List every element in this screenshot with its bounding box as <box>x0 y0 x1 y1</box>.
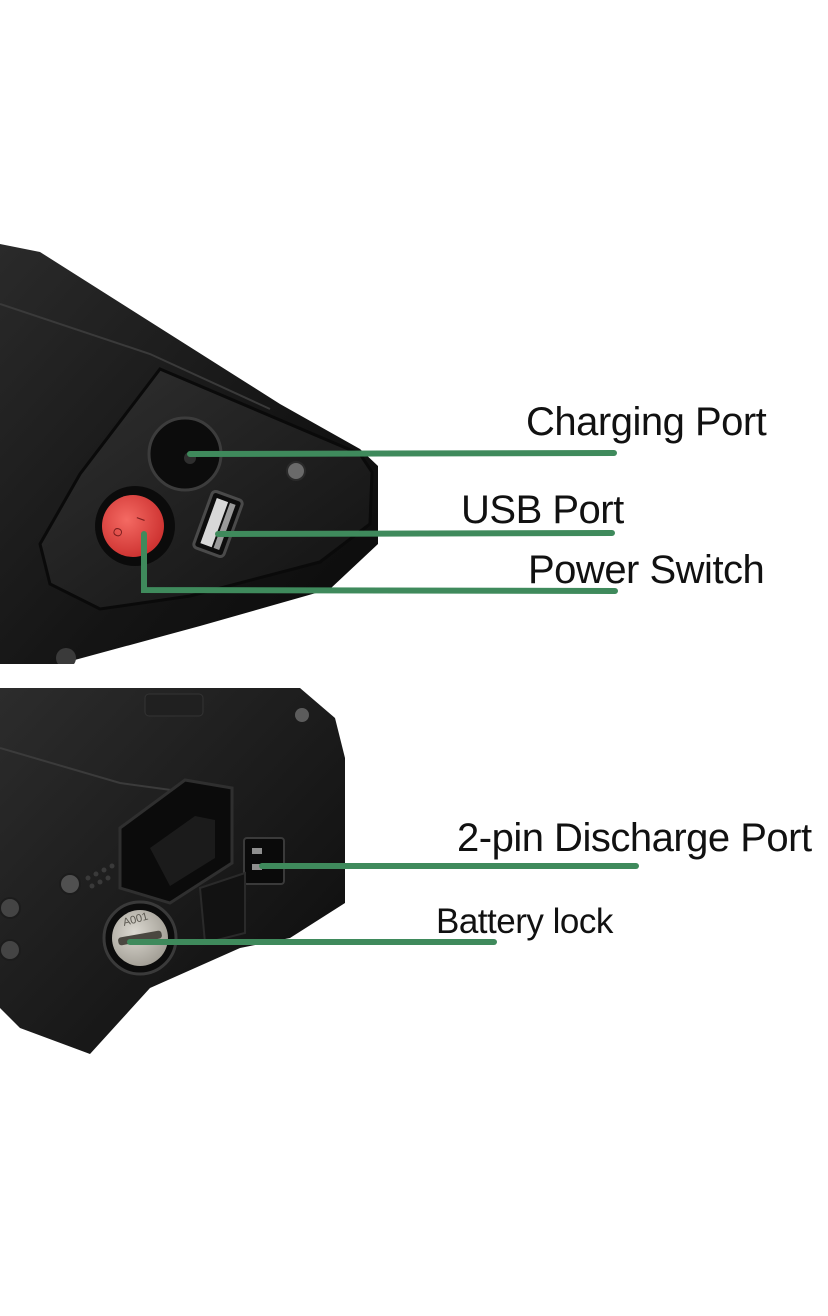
power-switch-rocker <box>102 495 164 557</box>
side-screw-2 <box>0 897 21 919</box>
mount-tab <box>198 871 246 945</box>
battery-bottom-illustration: A001 <box>0 688 345 1054</box>
battery-bottom-photo: A001 <box>0 688 350 1058</box>
label-battery-lock: Battery lock <box>436 902 613 941</box>
switch-on-mark: I <box>134 515 148 523</box>
vent-dots <box>85 863 115 889</box>
label-usb-port: USB Port <box>461 488 624 532</box>
charging-port-pin <box>184 452 196 464</box>
battery-top-photo: I O <box>0 244 382 664</box>
charging-port-socket <box>147 416 223 492</box>
discharge-port-housing <box>243 837 285 885</box>
label-power-switch: Power Switch <box>528 548 765 592</box>
casing-screw-bottom <box>56 648 76 664</box>
label-charging-port: Charging Port <box>526 400 767 444</box>
casing-highlight <box>0 303 271 410</box>
battery-top-illustration: I O <box>0 244 378 664</box>
side-screw-3 <box>0 939 21 961</box>
switch-off-mark: O <box>110 525 126 539</box>
discharge-pin-1 <box>252 848 262 854</box>
casing-screw <box>286 461 306 481</box>
embossed-label <box>144 693 204 717</box>
label-discharge-port: 2-pin Discharge Port <box>457 816 812 860</box>
top-screw <box>295 708 309 722</box>
recess-inner <box>150 816 215 886</box>
side-screw-1 <box>59 873 81 895</box>
discharge-pin-2 <box>252 864 262 870</box>
